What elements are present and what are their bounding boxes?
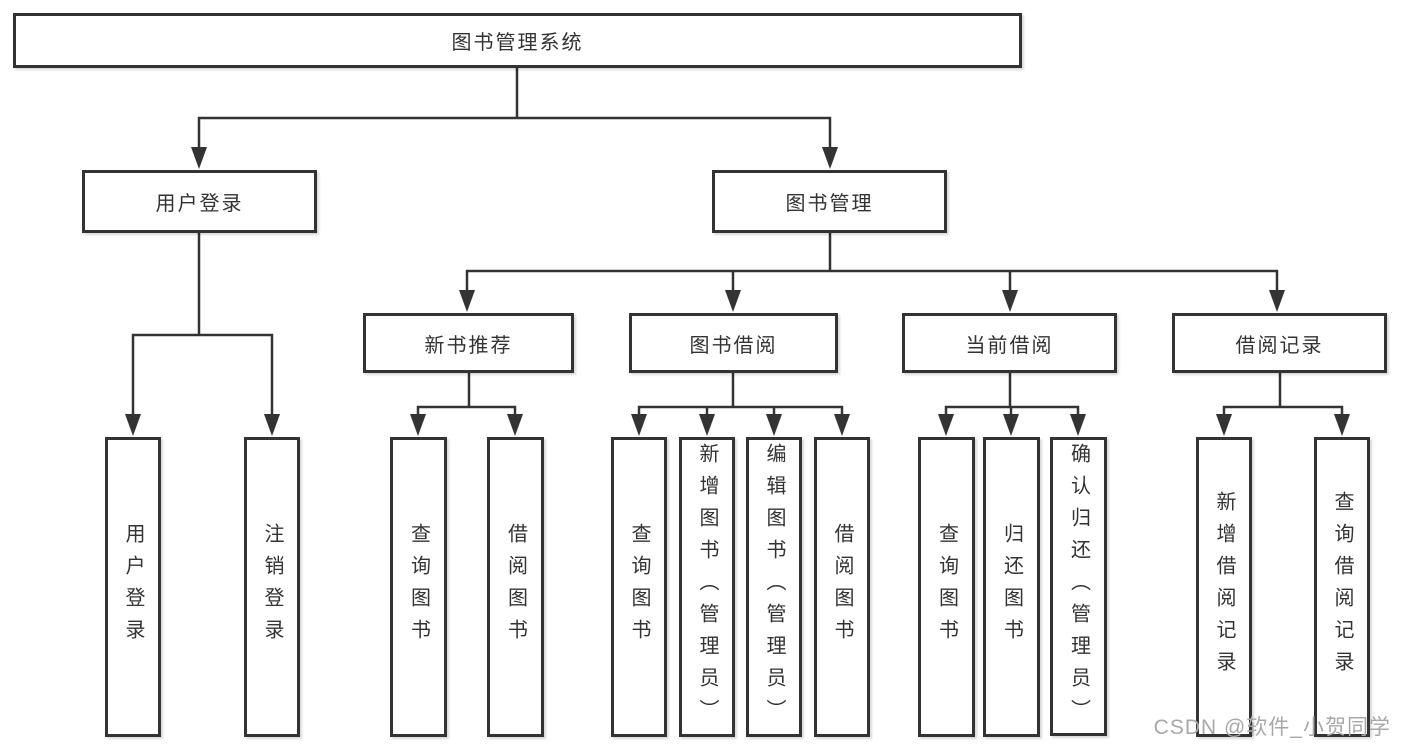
arrowhead-icon <box>459 290 475 312</box>
arrowhead-icon <box>507 414 523 436</box>
arrowhead-icon <box>1003 414 1019 436</box>
arrowhead-icon <box>822 147 838 169</box>
leaf-logout: 注销登录 <box>244 437 300 737</box>
node-root: 图书管理系统 <box>13 13 1022 68</box>
leaf-return-books-label: 归还图书 <box>1000 523 1023 651</box>
node-book-borrowing-label: 图书借阅 <box>689 334 778 357</box>
leaf-query-books-recommend-label: 查询图书 <box>407 523 430 651</box>
arrowhead-icon <box>1334 414 1350 436</box>
arrowhead-icon <box>1269 290 1285 312</box>
node-new-book-recommend-label: 新书推荐 <box>424 334 513 357</box>
arrowhead-icon <box>631 414 647 436</box>
leaf-return-books: 归还图书 <box>983 437 1040 737</box>
leaf-borrow-books-label: 借阅图书 <box>831 523 853 651</box>
leaf-add-books-admin-label: 新增图书（管理员） <box>696 443 718 731</box>
leaf-logout-label: 注销登录 <box>261 523 283 651</box>
wire-new-book-subtree <box>410 373 523 436</box>
node-book-borrowing: 图书借阅 <box>629 313 838 373</box>
node-user-login: 用户登录 <box>82 170 317 233</box>
wire-borrow-subtree <box>631 373 850 436</box>
node-book-management-label: 图书管理 <box>785 193 874 215</box>
leaf-query-borrow-record: 查询借阅记录 <box>1314 437 1370 737</box>
leaf-query-books-borrow: 查询图书 <box>611 437 667 737</box>
arrowhead-icon <box>1216 414 1232 436</box>
leaf-query-books-current-label: 查询图书 <box>935 523 958 651</box>
node-book-management: 图书管理 <box>712 170 947 233</box>
node-root-label: 图书管理系统 <box>451 32 584 54</box>
arrowhead-icon <box>725 290 741 312</box>
wire-root-to-level2 <box>191 68 838 169</box>
leaf-user-login-label: 用户登录 <box>122 523 144 651</box>
node-borrowing-records-label: 借阅记录 <box>1235 334 1324 357</box>
csdn-watermark: CSDN @软件_小贺同学 <box>1153 716 1391 739</box>
leaf-query-books-borrow-label: 查询图书 <box>628 523 650 651</box>
leaf-query-books-recommend: 查询图书 <box>390 437 447 737</box>
wire-current-subtree <box>938 373 1086 436</box>
arrowhead-icon <box>834 414 850 436</box>
leaf-query-borrow-record-label: 查询借阅记录 <box>1331 491 1353 683</box>
leaf-add-borrow-record: 新增借阅记录 <box>1196 437 1252 737</box>
arrowhead-icon <box>191 147 207 169</box>
arrowhead-icon <box>766 414 782 436</box>
arrowhead-icon <box>264 414 280 436</box>
wire-user-login-subtree <box>125 233 280 436</box>
wire-book-mgmt-subtree <box>459 233 1285 312</box>
arrowhead-icon <box>699 414 715 436</box>
leaf-borrow-books-recommend: 借阅图书 <box>487 437 544 737</box>
wire-records-subtree <box>1216 373 1350 436</box>
node-borrowing-records: 借阅记录 <box>1172 313 1387 373</box>
leaf-add-books-admin: 新增图书（管理员） <box>679 437 735 737</box>
leaf-query-books-current: 查询图书 <box>918 437 975 737</box>
node-current-borrowing-label: 当前借阅 <box>965 334 1054 357</box>
leaf-confirm-return-admin-label: 确认归还（管理员） <box>1067 442 1090 731</box>
arrowhead-icon <box>1002 290 1018 312</box>
leaf-add-borrow-record-label: 新增借阅记录 <box>1213 491 1235 683</box>
arrowhead-icon <box>410 414 426 436</box>
node-user-login-label: 用户登录 <box>155 193 244 215</box>
node-current-borrowing: 当前借阅 <box>902 313 1117 373</box>
arrowhead-icon <box>125 414 141 436</box>
leaf-borrow-books-recommend-label: 借阅图书 <box>504 523 527 651</box>
leaf-user-login: 用户登录 <box>105 437 161 737</box>
leaf-borrow-books: 借阅图书 <box>814 437 870 737</box>
leaf-edit-books-admin: 编辑图书（管理员） <box>746 437 802 737</box>
arrowhead-icon <box>938 414 954 436</box>
leaf-confirm-return-admin: 确认归还（管理员） <box>1050 437 1107 736</box>
arrowhead-icon <box>1070 414 1086 436</box>
leaf-edit-books-admin-label: 编辑图书（管理员） <box>763 443 785 731</box>
node-new-book-recommend: 新书推荐 <box>363 313 574 373</box>
